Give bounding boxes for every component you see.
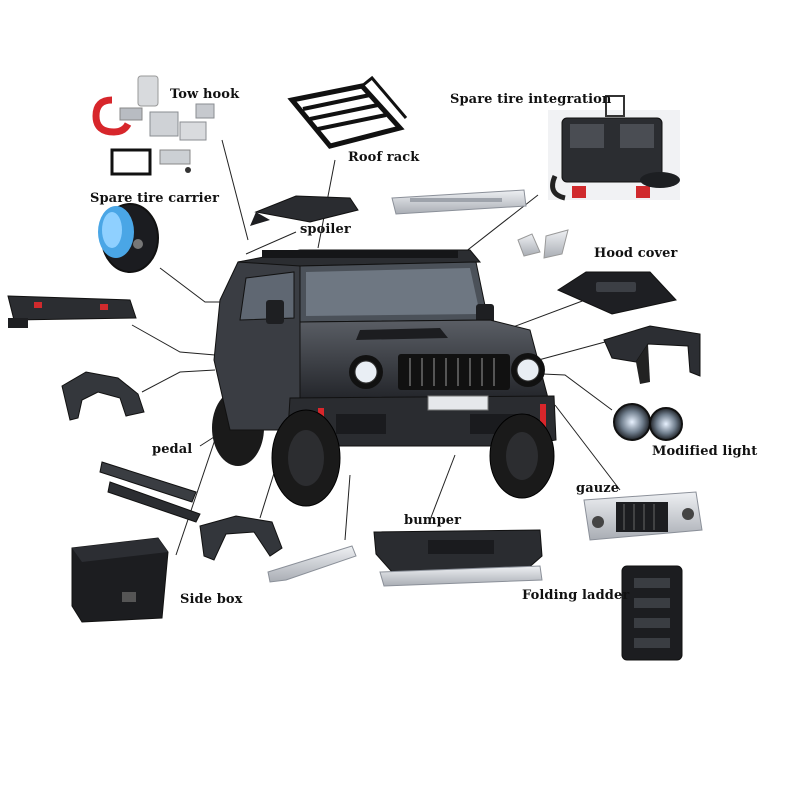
leader-gauze bbox=[554, 404, 621, 491]
fender-part bbox=[603, 325, 701, 384]
label-spare-tire-carrier: Spare tire carrier bbox=[90, 191, 220, 206]
roof-rack-part bbox=[287, 75, 408, 149]
label-bumper: bumper bbox=[404, 513, 462, 528]
fender-flare-part bbox=[61, 371, 145, 421]
leader-hood-cover bbox=[504, 299, 586, 331]
tow-hook-part bbox=[92, 75, 215, 176]
leader-tow-hook bbox=[221, 139, 249, 241]
modified-light-part bbox=[613, 403, 683, 441]
front-bumper-part bbox=[373, 529, 543, 587]
label-modified-light: Modified light bbox=[652, 444, 758, 459]
hood-cover-part bbox=[556, 271, 677, 315]
mirror-bracket-part bbox=[517, 229, 569, 259]
side-box-part bbox=[71, 537, 169, 623]
label-roof-rack: Roof rack bbox=[348, 150, 420, 165]
spare-tire-carrier-part bbox=[98, 203, 159, 273]
folding-ladder-part bbox=[621, 565, 683, 661]
gauze-part bbox=[583, 491, 703, 541]
leader-rear-bumper bbox=[131, 324, 216, 356]
light-bar-part bbox=[391, 189, 527, 215]
rear-bumper-part bbox=[7, 295, 137, 328]
leader-flare bbox=[141, 369, 216, 393]
label-gauze: gauze bbox=[576, 481, 620, 496]
label-spare-tire-integration: Spare tire integration bbox=[450, 92, 612, 107]
label-pedal: pedal bbox=[152, 442, 193, 457]
spare-tire-integration-part bbox=[548, 95, 680, 201]
vehicle bbox=[212, 249, 557, 507]
label-side-box: Side box bbox=[180, 592, 243, 607]
leader-flare-lower bbox=[259, 469, 276, 519]
leader-lip bbox=[344, 474, 351, 541]
pedal-part bbox=[99, 461, 201, 523]
label-spoiler: spoiler bbox=[300, 222, 351, 237]
label-tow-hook: Tow hook bbox=[170, 87, 240, 102]
lower-flare-part bbox=[199, 515, 283, 561]
label-hood-cover: Hood cover bbox=[594, 246, 678, 261]
leader-bumper bbox=[429, 454, 456, 521]
spoiler-part bbox=[250, 195, 359, 226]
front-lip-part bbox=[267, 545, 357, 583]
label-folding-ladder: Folding ladder bbox=[522, 588, 630, 603]
leader-spoiler bbox=[245, 231, 297, 255]
